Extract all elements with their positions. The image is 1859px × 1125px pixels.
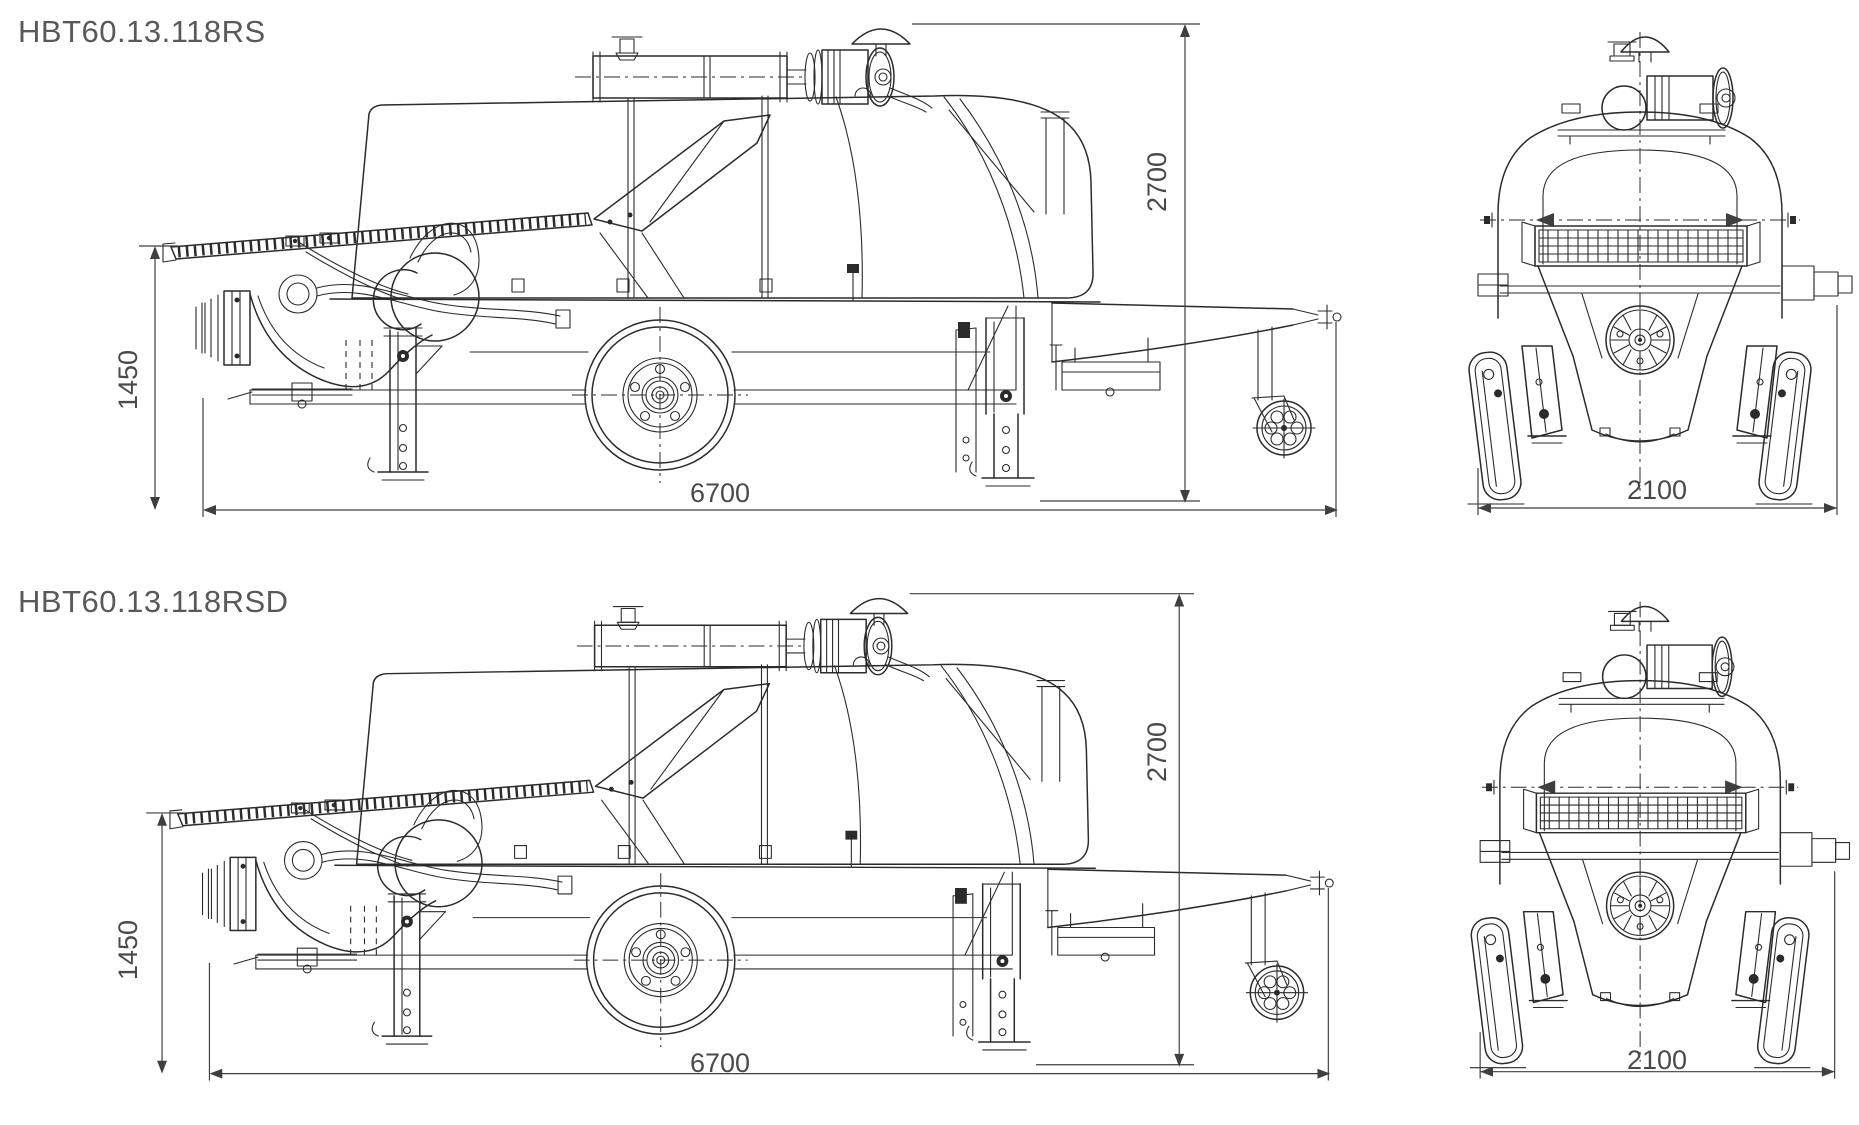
model-title: HBT60.13.118RS — [18, 14, 266, 49]
dimension-label-overall-width: 2100 — [1627, 475, 1687, 505]
front-view-drawing: 2100 — [1440, 0, 1859, 562]
dimension-label-overall-height: 2700 — [1142, 152, 1172, 212]
side-view-drawing: 1450 2700 6700 — [113, 0, 1440, 562]
dimension-label-overall-width: 2100 — [1627, 1045, 1687, 1075]
model-section-rsd: HBT60.13.118RSD 1450 2700 6700 2100 — [0, 570, 1859, 1125]
front-view-drawing: 2100 — [1440, 570, 1859, 1125]
dimension-label-overall-length: 6700 — [690, 1048, 750, 1078]
dimension-label-overall-length: 6700 — [690, 478, 750, 508]
dimension-label-hopper-height: 1450 — [113, 920, 143, 980]
dimension-label-overall-height: 2700 — [1142, 722, 1172, 782]
model-section-rs: HBT60.13.118RS 1450 2700 6700 2100 — [0, 0, 1859, 562]
model-title: HBT60.13.118RSD — [18, 584, 289, 619]
side-view-drawing: 1450 2700 6700 — [113, 570, 1440, 1125]
dimension-label-hopper-height: 1450 — [113, 350, 143, 410]
